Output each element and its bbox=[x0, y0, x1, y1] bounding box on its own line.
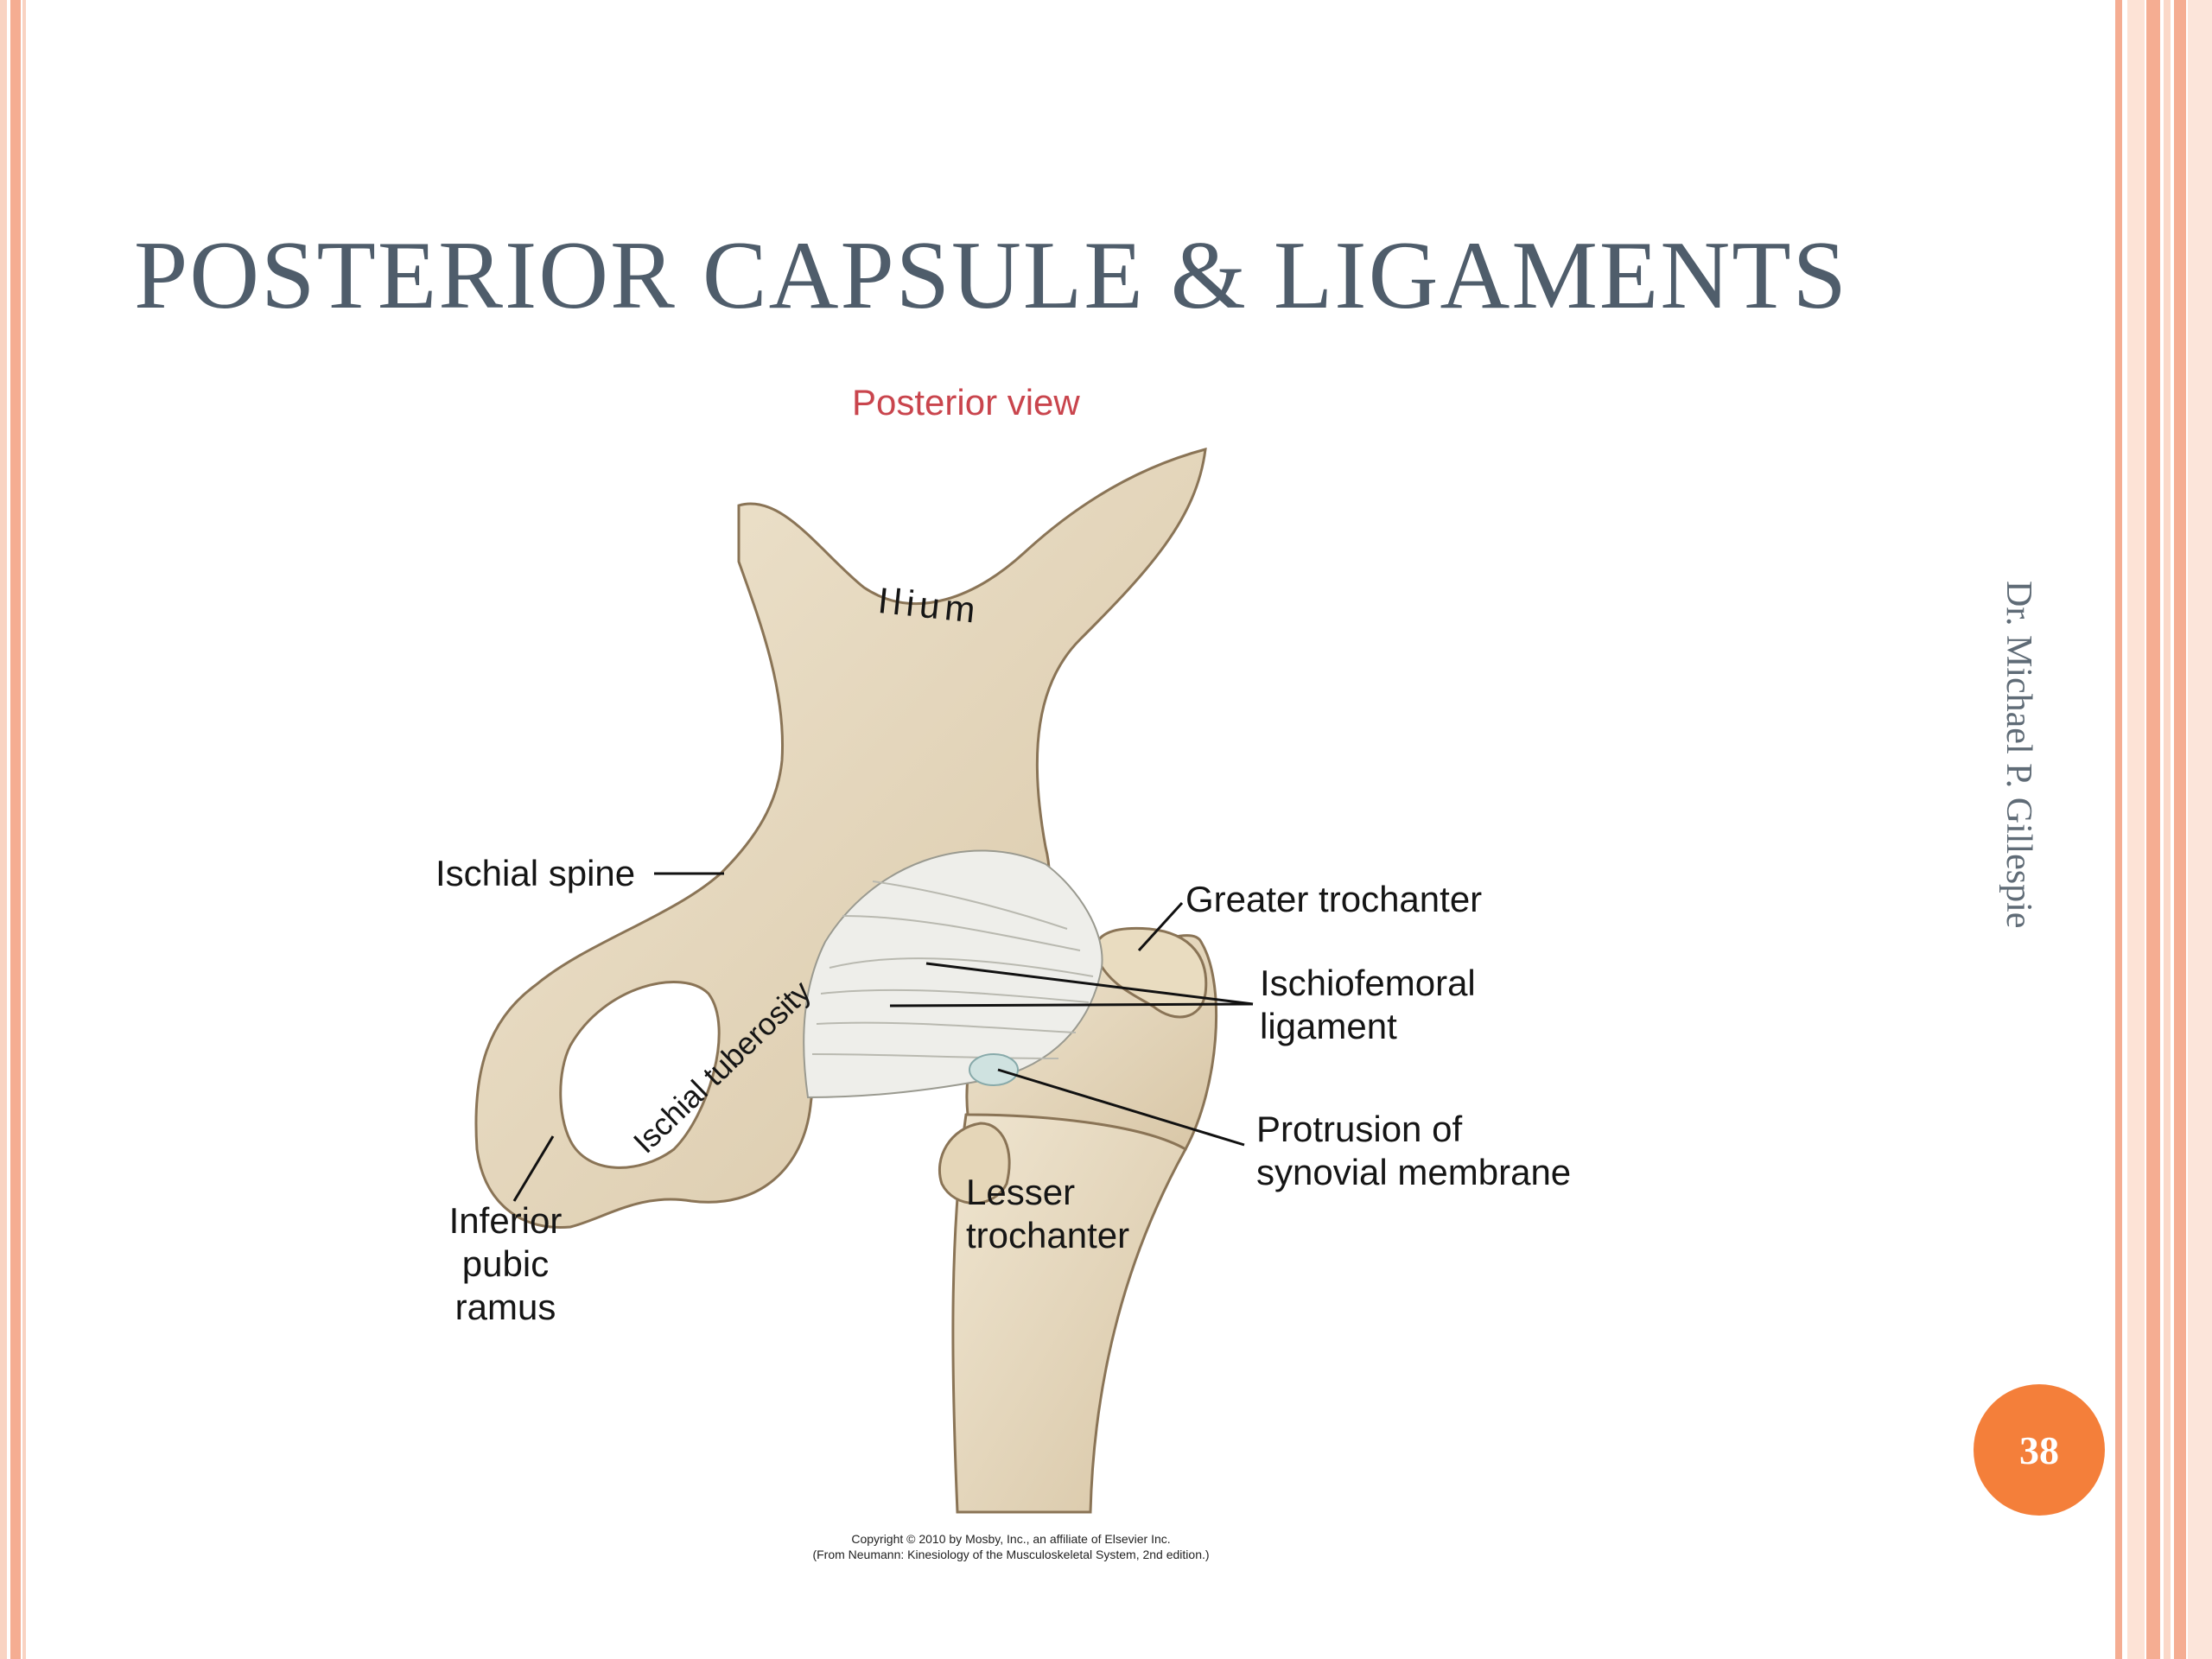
leader-ischiofemoral-2 bbox=[889, 1002, 1254, 1007]
lesser-trochanter bbox=[938, 1122, 1011, 1205]
right-border-stripe bbox=[2174, 0, 2186, 1659]
protrusion-label-line: synovial membrane bbox=[1256, 1152, 1572, 1192]
lesser-trochanter-label-line: Lesser bbox=[966, 1172, 1076, 1212]
left-border-stripe bbox=[0, 0, 7, 1659]
right-border-stripe bbox=[2188, 0, 2212, 1659]
left-border-stripe bbox=[22, 0, 26, 1659]
ischiofemoral-label-line: ligament bbox=[1260, 1006, 1397, 1046]
figure-caption: Posterior view bbox=[852, 382, 1080, 423]
right-border-stripe bbox=[2164, 0, 2171, 1659]
ischiofemoral-label-line: Ischiofemoral bbox=[1260, 963, 1476, 1003]
leader-greater-trochanter bbox=[1137, 901, 1184, 952]
inferior-pubic-label-line: Inferior bbox=[448, 1200, 563, 1241]
right-border-stripe bbox=[2127, 0, 2145, 1659]
copyright-line: (From Neumann: Kinesiology of the Muscul… bbox=[812, 1548, 1210, 1561]
protrusion-label: Protrusion of synovial membrane bbox=[1256, 1108, 1571, 1194]
lesser-trochanter-label-line: trochanter bbox=[966, 1215, 1130, 1255]
inferior-pubic-ramus-label: Inferior pubic ramus bbox=[432, 1199, 579, 1329]
page-number-badge: 38 bbox=[1974, 1384, 2105, 1516]
greater-trochanter-label: Greater trochanter bbox=[1185, 879, 1483, 919]
inferior-pubic-label-line: pubic bbox=[461, 1243, 550, 1284]
leader-protrusion bbox=[997, 1068, 1245, 1147]
synovial-protrusion bbox=[969, 1053, 1019, 1086]
right-border-stripe bbox=[2115, 0, 2122, 1659]
ischiofemoral-ligament bbox=[803, 849, 1103, 1099]
right-border-stripe bbox=[2146, 0, 2160, 1659]
left-border-stripe bbox=[10, 0, 21, 1659]
inferior-pubic-label-line: ramus bbox=[454, 1287, 556, 1327]
copyright-line: Copyright © 2010 by Mosby, Inc., an affi… bbox=[851, 1532, 1171, 1546]
obturator-foramen bbox=[559, 981, 721, 1169]
leader-inferior-pubic bbox=[512, 1135, 555, 1202]
author-credit: Dr. Michael P. Gillespie bbox=[1999, 581, 2038, 929]
protrusion-label-line: Protrusion of bbox=[1256, 1109, 1463, 1149]
lesser-trochanter-label: Lesser trochanter bbox=[966, 1171, 1129, 1257]
slide-title: POSTERIOR CAPSULE & LIGAMENTS bbox=[134, 222, 1848, 329]
leader-ischiofemoral-1 bbox=[925, 962, 1254, 1006]
ischial-spine-label: Ischial spine bbox=[435, 853, 636, 893]
ischiofemoral-ligament-label: Ischiofemoral ligament bbox=[1260, 962, 1476, 1048]
copyright-notice: Copyright © 2010 by Mosby, Inc., an affi… bbox=[778, 1531, 1244, 1562]
